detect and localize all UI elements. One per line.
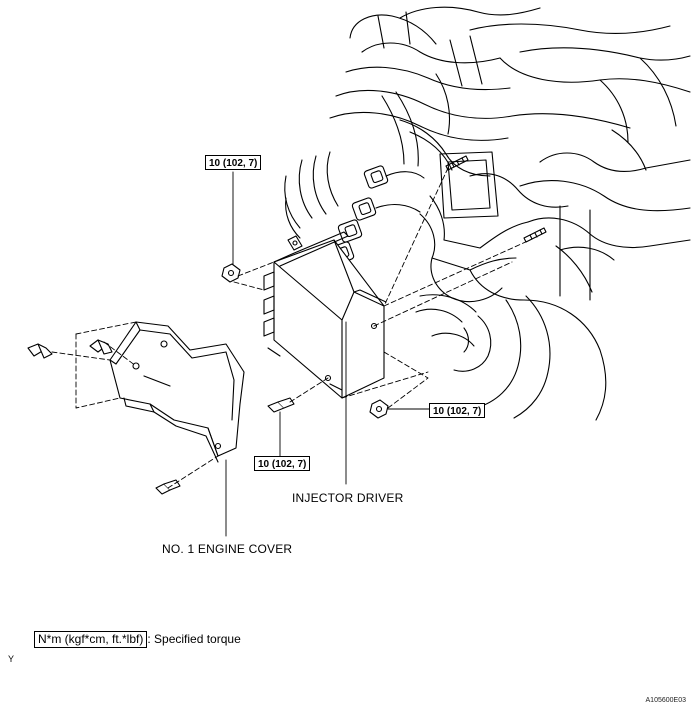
engine-assembly bbox=[329, 6, 691, 421]
torque-label-top-nut: 10 (102, 7) bbox=[205, 155, 262, 170]
alignment-lines bbox=[51, 167, 531, 489]
callout-engine-cover: NO. 1 ENGINE COVER bbox=[162, 542, 293, 556]
leader-lines bbox=[225, 171, 431, 537]
injector-driver-unit bbox=[263, 231, 387, 399]
legend-description: : Specified torque bbox=[147, 632, 241, 646]
torque-label-bottom-bolt: 10 (102, 7) bbox=[254, 456, 311, 471]
torque-legend: N*m (kgf*cm, ft.*lbf): Specified torque bbox=[34, 631, 241, 648]
fasteners bbox=[27, 263, 389, 495]
callout-injector-driver: INJECTOR DRIVER bbox=[292, 491, 404, 505]
reference-code: A105600E03 bbox=[645, 697, 686, 704]
legend-unit-box: N*m (kgf*cm, ft.*lbf) bbox=[34, 631, 148, 648]
torque-label-right-nut: 10 (102, 7) bbox=[429, 403, 486, 418]
engine-cover-bracket bbox=[109, 321, 245, 463]
corner-mark: Y bbox=[8, 654, 15, 664]
